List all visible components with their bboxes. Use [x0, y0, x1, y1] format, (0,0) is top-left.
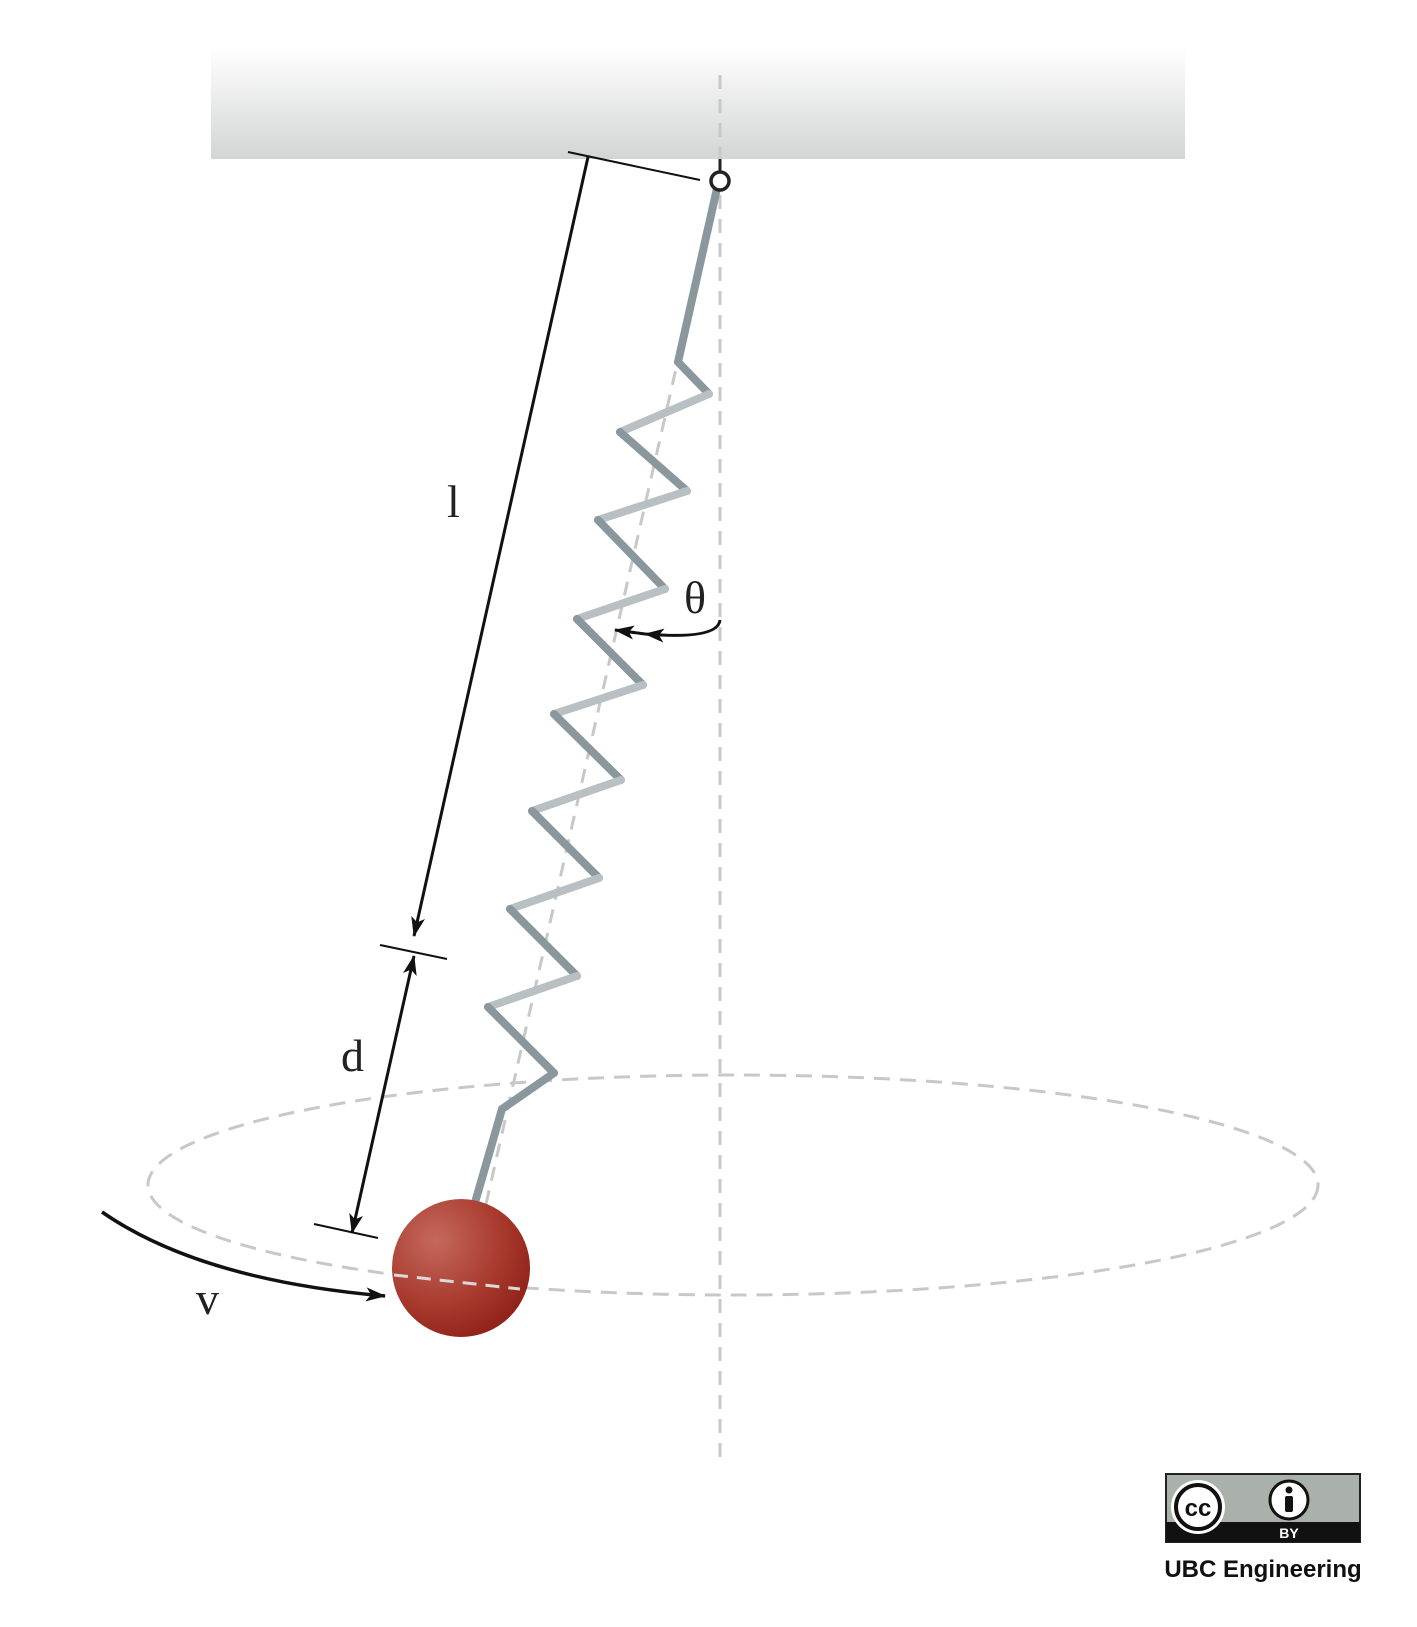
mass	[392, 1199, 530, 1337]
pivot	[709, 170, 731, 192]
length-label: l	[447, 476, 460, 527]
spring-axis	[469, 183, 720, 1271]
ceiling	[211, 48, 1185, 159]
velocity-arrow: v	[101, 1210, 386, 1324]
extension-label: d	[341, 1030, 364, 1081]
extension-dimension: d	[313, 944, 448, 1239]
length-dimension: l	[411, 151, 701, 937]
cc-icon-text: cc	[1185, 1495, 1212, 1522]
attribution-text: UBC Engineering	[1164, 1556, 1361, 1583]
circular-path	[146, 1073, 1320, 1297]
angle-arrow: θ	[614, 572, 722, 643]
angle-label: θ	[684, 572, 706, 623]
person-icon	[1268, 1479, 1310, 1521]
circular-path-front	[393, 1273, 521, 1291]
license-badge[interactable]: cc BY	[1165, 1473, 1361, 1543]
velocity-label: v	[196, 1273, 219, 1324]
license-by: BY	[1279, 1525, 1299, 1541]
spring	[470, 180, 722, 1210]
